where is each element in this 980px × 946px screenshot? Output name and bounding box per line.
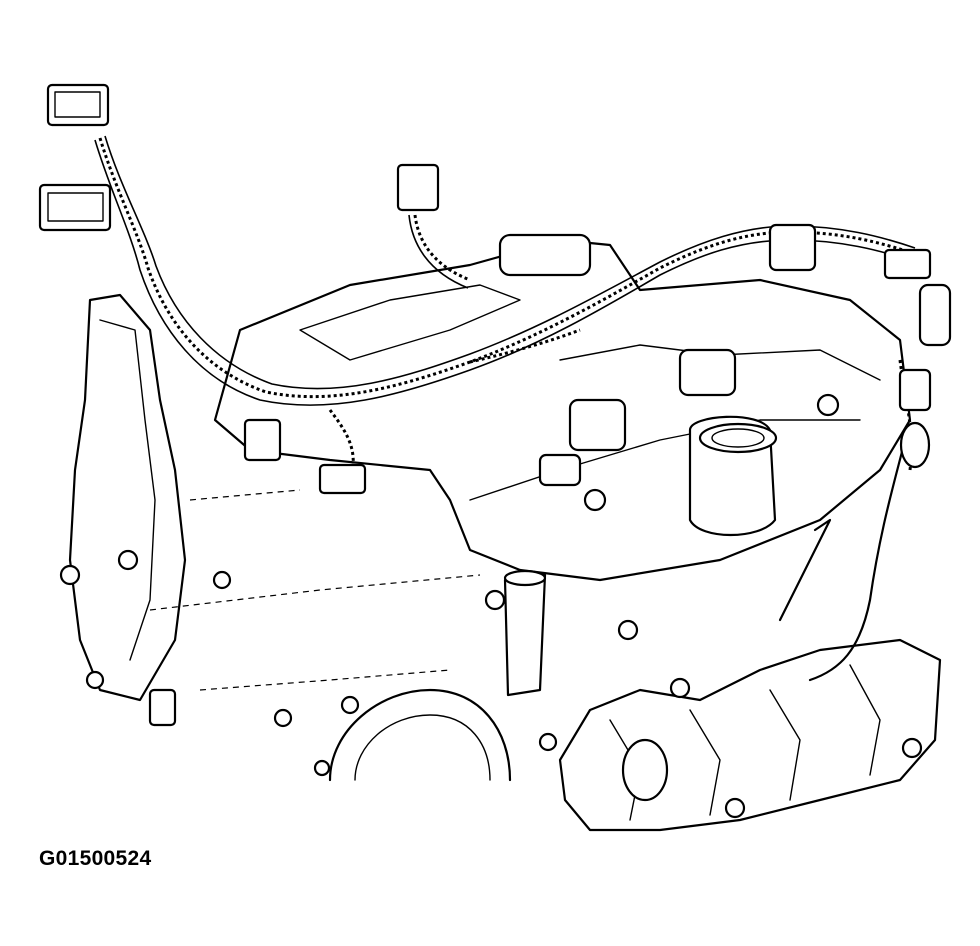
ground-cable [778,368,932,682]
valve-cover [213,233,912,641]
harness-connectors [38,83,952,727]
hidden-lines [149,489,481,691]
exhaust-manifold [558,638,942,832]
oil-fill-tube [503,569,547,697]
engine-mount-bracket [59,293,232,702]
wiring-harness [94,135,916,481]
figure-id-label: G01500524 [39,847,152,870]
pulley [273,688,558,782]
